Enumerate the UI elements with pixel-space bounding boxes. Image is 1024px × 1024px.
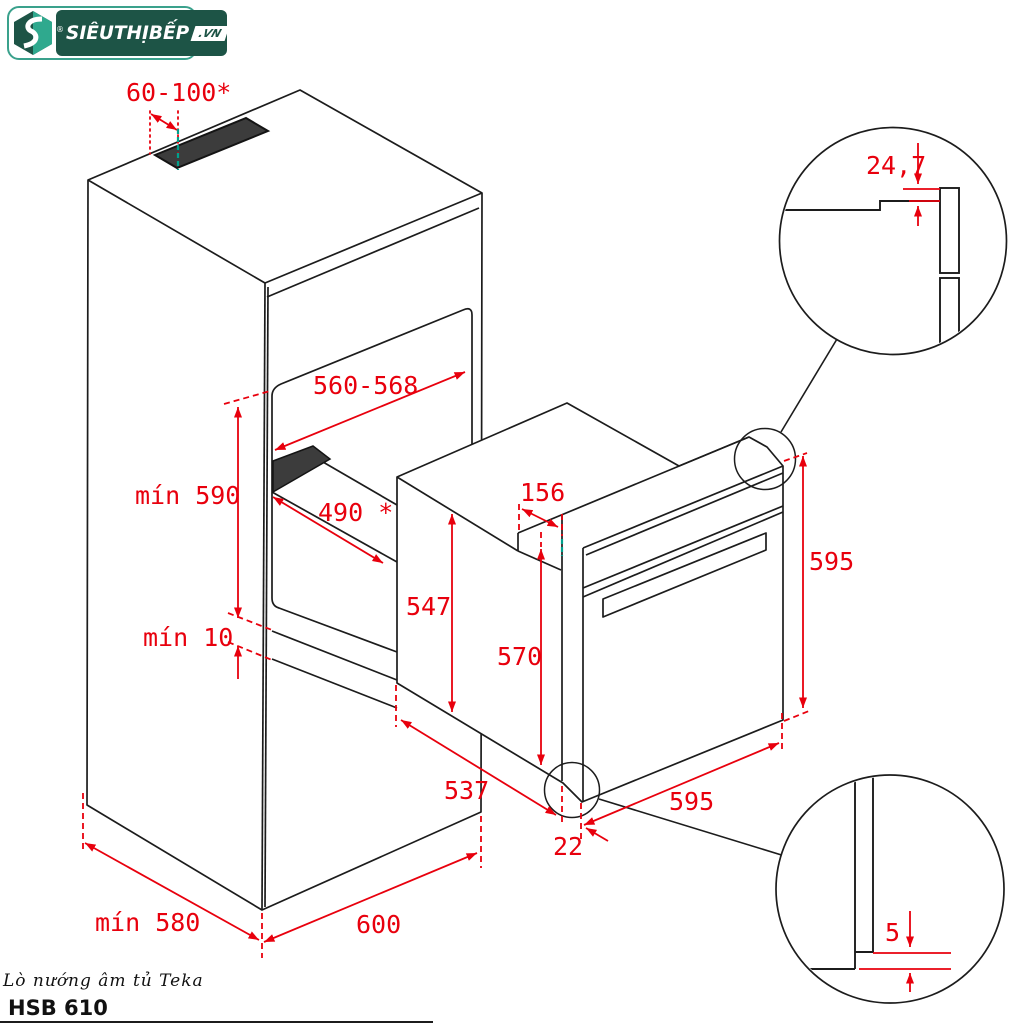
niche-shelf-shadow <box>272 445 332 494</box>
detail-marker-circle-top <box>733 427 797 491</box>
dim-label-door-height: 595 <box>809 547 854 576</box>
logo-registered-mark: ® <box>56 24 64 34</box>
dim-label-body-depth: 537 <box>444 776 489 805</box>
logo-hexagon-icon <box>14 11 52 55</box>
logo-tld-tag: .VN <box>190 25 230 41</box>
dim-label-door-width: 595 <box>669 787 714 816</box>
dim-label-body-height: 547 <box>406 592 451 621</box>
logo-badge: ® SIÊUTHỊBẾP .VN <box>56 10 230 56</box>
dim-label-cabinet-width: 600 <box>356 910 401 939</box>
detail-view-top: 24,7 <box>778 126 1008 356</box>
dim-label-niche-depth: 490 * <box>318 498 393 527</box>
dim-label-niche-height: mín 590 <box>135 481 240 510</box>
dim-label-cabinet-depth: mín 580 <box>95 908 200 937</box>
logo-brand-text: SIÊUTHỊBẾP <box>66 22 190 44</box>
model-number: HSB 610 <box>8 996 108 1020</box>
dim-label-detail-bottom: 5 <box>885 918 900 947</box>
dim-label-vent: 60-100* <box>126 78 231 107</box>
dim-label-front-height: 570 <box>497 642 542 671</box>
oven-body <box>396 402 784 803</box>
detail-view-bottom: 5 <box>775 774 1005 1004</box>
dimension-annotations: 60-100* 560-568 mín 590 490 * mín 10 <box>82 78 854 958</box>
product-caption: Lò nướng âm tủ Teka <box>3 971 204 991</box>
dim-label-bottom-gap: mín 10 <box>143 623 233 652</box>
top-vent-cutout <box>152 116 271 170</box>
dim-label-door-overhang: 22 <box>553 832 583 861</box>
brand-logo: ® SIÊUTHỊBẾP .VN <box>7 6 230 60</box>
divider-line <box>0 1021 433 1023</box>
dim-label-top-recess: 156 <box>520 478 565 507</box>
dim-label-niche-width: 560-568 <box>313 371 418 400</box>
oven-door-handle <box>602 532 767 618</box>
dim-label-detail-top: 24,7 <box>866 151 926 180</box>
